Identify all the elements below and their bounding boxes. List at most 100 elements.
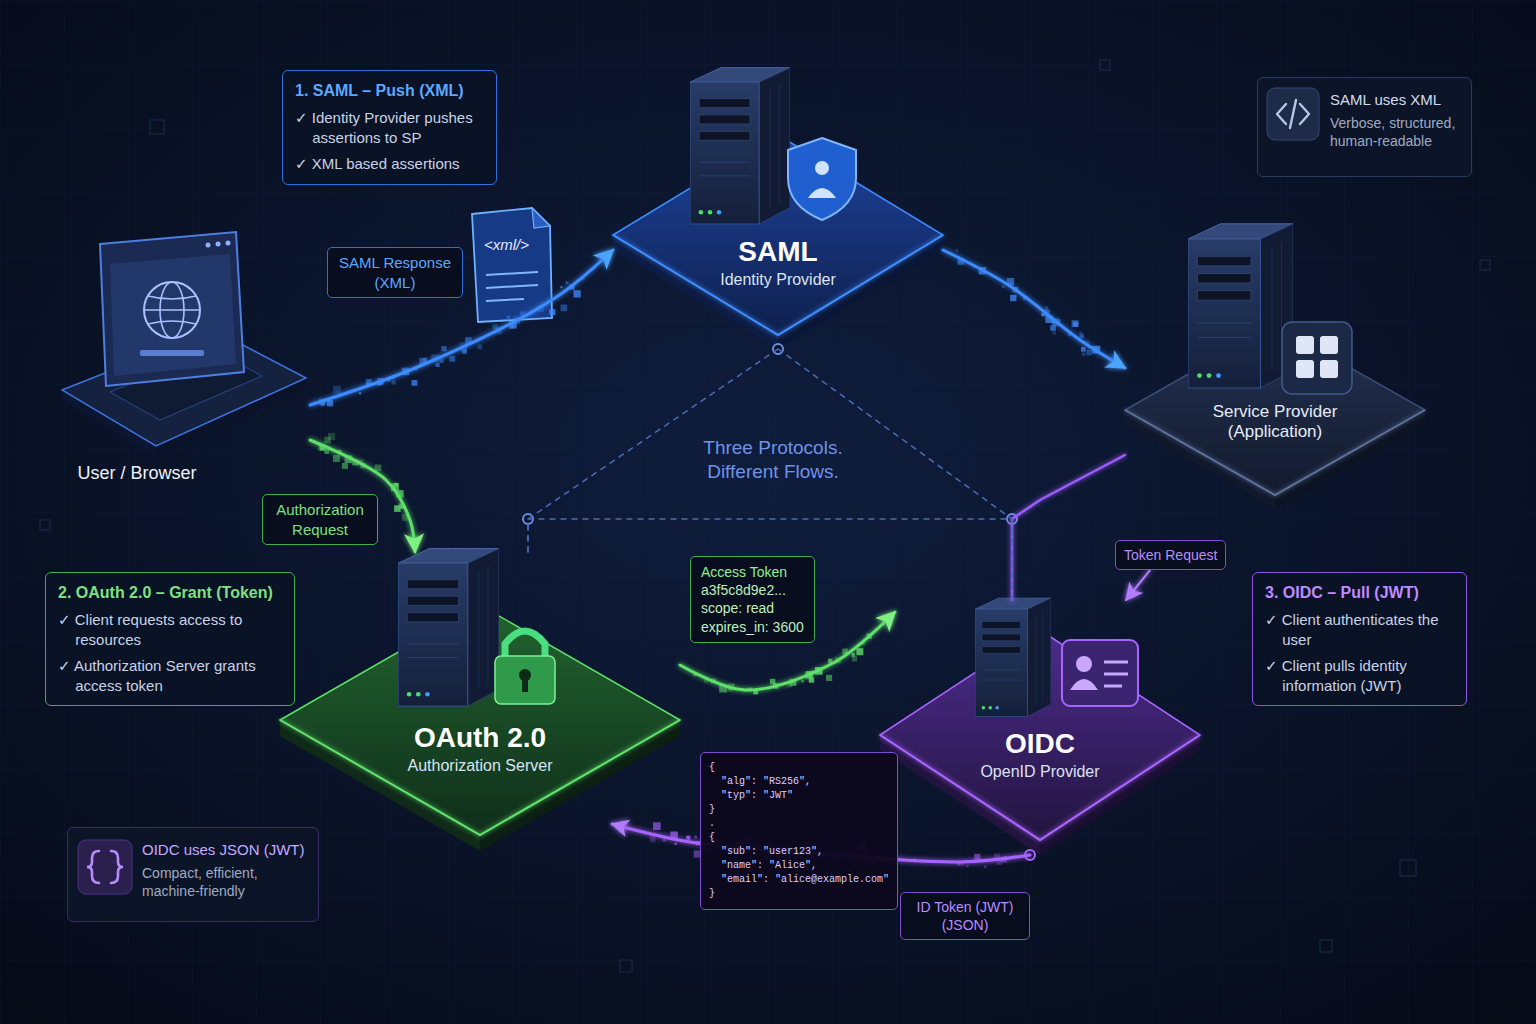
decor-cubes [620, 960, 632, 972]
platforms [280, 135, 1425, 855]
particle [391, 380, 395, 384]
title-text: 2. OAuth 2.0 – Grant (Token) [58, 583, 282, 603]
title-text: SAML Response (XML) [336, 253, 454, 292]
note-box-ground [87, 851, 123, 883]
xml-document-icon [472, 208, 552, 322]
app-icon [1282, 322, 1352, 394]
text-group: 2. OAuth 2.0 – Grant (Token)✓ Client req… [58, 583, 282, 695]
body-text: ✓ Client authenticates the user [1265, 610, 1454, 649]
id-card-icon [1062, 640, 1138, 706]
text-group: ID Token (JWT) (JSON) [909, 898, 1021, 934]
id-card-icon [1104, 685, 1122, 688]
note-box-ground [1277, 100, 1309, 128]
body-text: Compact, efficient, machine-friendly [142, 864, 308, 900]
platform-outline [300, 552, 680, 824]
note-box: OIDC uses JSON (JWT) Compact, efficient, … [67, 827, 319, 922]
particle [856, 648, 863, 655]
particle [956, 249, 959, 252]
body-text: Authorization Server [408, 756, 553, 776]
particle [477, 344, 482, 349]
xml-document-icon [486, 299, 524, 301]
laptop-illustration [100, 232, 244, 386]
particle [1050, 325, 1056, 331]
id-card-icon [1104, 661, 1128, 664]
platform-edge [280, 720, 680, 835]
particle [1010, 295, 1016, 301]
particle [974, 854, 980, 860]
xml-document-icon [486, 285, 538, 288]
text-group: {"alg": "RS256","typ": "JWT"}.{"sub": "u… [709, 761, 889, 901]
title-text: OIDC uses JSON (JWT) [142, 840, 308, 860]
text-group: OIDCOpenID Provider [940, 728, 1140, 782]
id-card-icon [1062, 640, 1138, 706]
particle [549, 309, 555, 315]
lock-icon [495, 656, 555, 704]
lock-icon [522, 678, 528, 692]
body-text: a3f5c8d9e2... [701, 581, 804, 599]
body-text: ✓ Client pulls identity information (JWT… [1265, 656, 1454, 695]
center-caption: Three Protocols. Different Flows. [688, 436, 858, 484]
particle [1081, 347, 1086, 352]
particle [675, 843, 677, 845]
particle [851, 653, 855, 657]
server-towers [690, 68, 790, 224]
title-text: Token Request [1124, 546, 1217, 564]
text-group: Service Provider (Application) [1200, 402, 1350, 443]
particle [560, 286, 562, 288]
server-towers [398, 68, 1293, 717]
note-box: SAML uses XMLVerbose, structured, human-… [1257, 77, 1472, 177]
particle [436, 363, 440, 367]
code-line: "typ": "JWT" [709, 789, 889, 803]
laptop-illustration [216, 242, 221, 247]
text-group: OIDC uses JSON (JWT) Compact, efficient, … [142, 840, 308, 900]
title-text: User / Browser [77, 462, 196, 485]
info-box: 1. SAML – Push (XML) ✓ Identity Provider … [282, 70, 497, 185]
title-text: 1. SAML – Push (XML) [295, 81, 484, 101]
app-icon [1296, 336, 1314, 354]
particle [966, 865, 968, 867]
body-text: scope: read [701, 599, 804, 617]
shield-icon [808, 188, 836, 198]
flow-tag: ID Token (JWT) (JSON) [900, 892, 1030, 940]
particle [694, 836, 697, 839]
decor-cubes [150, 120, 164, 134]
title-text: SAML [738, 236, 817, 268]
server-towers [975, 598, 1051, 716]
client-device: User / Browser [55, 228, 310, 493]
particle [333, 386, 341, 394]
title-text: Authorization Request [271, 500, 369, 539]
particle [663, 839, 666, 842]
body-text: ✓ XML based assertions [295, 154, 484, 174]
particle [1045, 306, 1049, 310]
junction-dots [523, 344, 1035, 860]
flow-arrow [1012, 455, 1125, 600]
particle [1052, 323, 1055, 326]
code-line: } [709, 887, 889, 901]
note-box-ground [78, 840, 132, 894]
openid-provider: OIDCOpenID Provider [895, 600, 1200, 855]
id-card-icon [1070, 679, 1098, 690]
title-text: OIDC [1005, 728, 1075, 760]
xml-document-icon [472, 208, 552, 322]
title-text: 3. OIDC – Pull (JWT) [1265, 583, 1454, 603]
particle [1082, 352, 1086, 356]
flow-tag: Authorization Request [262, 494, 378, 545]
text-group: User / Browser [57, 462, 217, 485]
text-group: OAuth 2.0Authorization Server [360, 722, 600, 776]
particle [1079, 331, 1082, 334]
body-text: ✓ Identity Provider pushes assertions to… [295, 108, 484, 147]
text-group: SAMLIdentity Provider [658, 236, 898, 290]
title-text: Service Provider (Application) [1200, 402, 1350, 443]
shield-icon [788, 138, 856, 220]
code-line: . [709, 817, 889, 831]
app-icon [1320, 360, 1338, 378]
id-card-icon [1076, 656, 1092, 672]
decor-cubes [40, 60, 1490, 972]
particle [1053, 331, 1056, 334]
flow-arrow [1126, 570, 1150, 600]
particle [852, 656, 857, 661]
particle [566, 281, 569, 284]
particle [573, 290, 580, 297]
